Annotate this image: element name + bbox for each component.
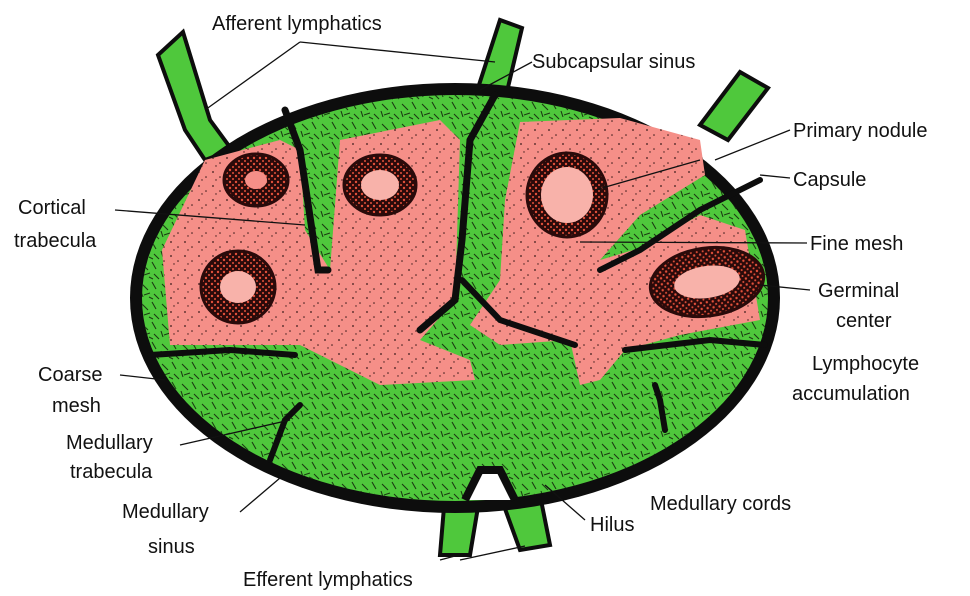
label-efferent-lymphatics: Efferent lymphatics <box>243 569 413 591</box>
primary-nodule-top-left-center <box>245 171 267 189</box>
label-capsule: Capsule <box>793 169 866 191</box>
leader-capsule <box>760 175 790 178</box>
label-medullary-sinus-1: Medullary <box>122 501 209 523</box>
afferent-vessel-right <box>700 72 768 140</box>
label-lymphocyte-accumulation-1: Lymphocyte <box>812 353 919 375</box>
label-subcapsular-sinus: Subcapsular sinus <box>532 51 695 73</box>
label-fine-mesh: Fine mesh <box>810 233 903 255</box>
label-medullary-sinus-2: sinus <box>148 536 195 558</box>
label-primary-nodule: Primary nodule <box>793 120 928 142</box>
leader-medullary-sinus <box>240 478 280 512</box>
label-medullary-trabecula-2: trabecula <box>70 461 153 483</box>
afferent-vessel-left <box>158 32 232 160</box>
label-hilus: Hilus <box>590 514 634 536</box>
label-coarse-mesh-1: Coarse <box>38 364 102 386</box>
label-medullary-trabecula-1: Medullary <box>66 432 153 454</box>
label-germinal-center-2: center <box>836 310 892 332</box>
leader-afferent-left <box>205 42 300 110</box>
germinal-center-top-middle <box>361 170 399 200</box>
germinal-center-right-top <box>541 167 593 223</box>
leader-afferent-middle <box>300 42 495 62</box>
label-cortical-trabecula-1: Cortical <box>18 197 86 219</box>
germinal-center-left <box>220 271 256 303</box>
label-germinal-center-1: Germinal <box>818 280 899 302</box>
label-cortical-trabecula-2: trabecula <box>14 230 97 252</box>
label-coarse-mesh-2: mesh <box>52 395 101 417</box>
label-afferent-lymphatics: Afferent lymphatics <box>212 13 382 35</box>
label-lymphocyte-accumulation-2: accumulation <box>792 383 910 405</box>
label-medullary-cords: Medullary cords <box>650 493 791 515</box>
